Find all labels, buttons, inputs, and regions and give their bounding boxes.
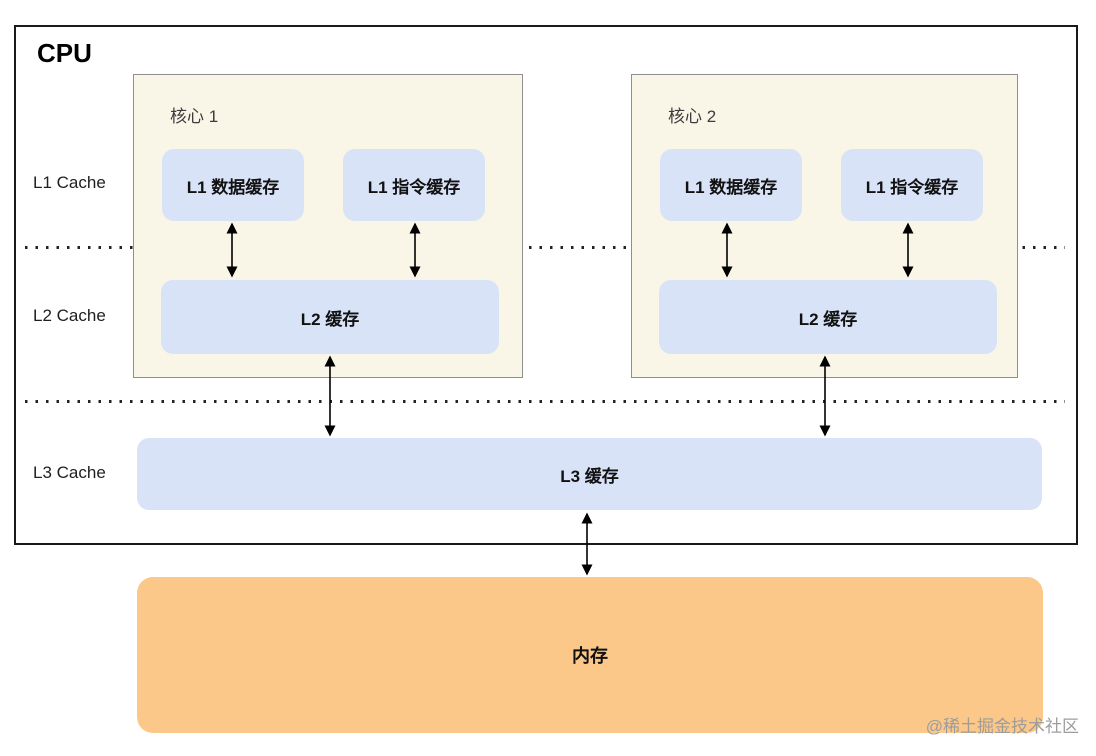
core-2-box: 核心 2 L1 数据缓存 L1 指令缓存 L2 缓存 bbox=[631, 74, 1018, 378]
cpu-title: CPU bbox=[37, 38, 92, 68]
core-2-l2-cache-box: L2 缓存 bbox=[659, 280, 997, 354]
l3-cache-box: L3 缓存 bbox=[137, 438, 1042, 510]
core-2-l1-data-cache-box: L1 数据缓存 bbox=[660, 149, 802, 221]
l2-l3-separator-dotted-line bbox=[25, 400, 1065, 403]
core-1-title: 核心 1 bbox=[170, 107, 219, 126]
row-label-l2-cache: L2 Cache bbox=[33, 306, 106, 325]
core-2-title: 核心 2 bbox=[668, 107, 717, 126]
cpu-container-box bbox=[14, 25, 1078, 545]
row-label-l3-cache: L3 Cache bbox=[33, 463, 106, 482]
core-1-l2-cache-box: L2 缓存 bbox=[161, 280, 499, 354]
core-1-box: 核心 1 L1 数据缓存 L1 指令缓存 L2 缓存 bbox=[133, 74, 523, 378]
watermark: @稀土掘金技术社区 bbox=[925, 717, 1079, 736]
core-1-l1-data-cache-box: L1 数据缓存 bbox=[162, 149, 304, 221]
memory-box: 内存 bbox=[137, 577, 1043, 733]
core-2-l1-instruction-cache-box: L1 指令缓存 bbox=[841, 149, 983, 221]
l1-l2-separator-dotted-line bbox=[25, 246, 1065, 249]
row-label-l1-cache: L1 Cache bbox=[33, 173, 106, 192]
core-1-l1-instruction-cache-box: L1 指令缓存 bbox=[343, 149, 485, 221]
